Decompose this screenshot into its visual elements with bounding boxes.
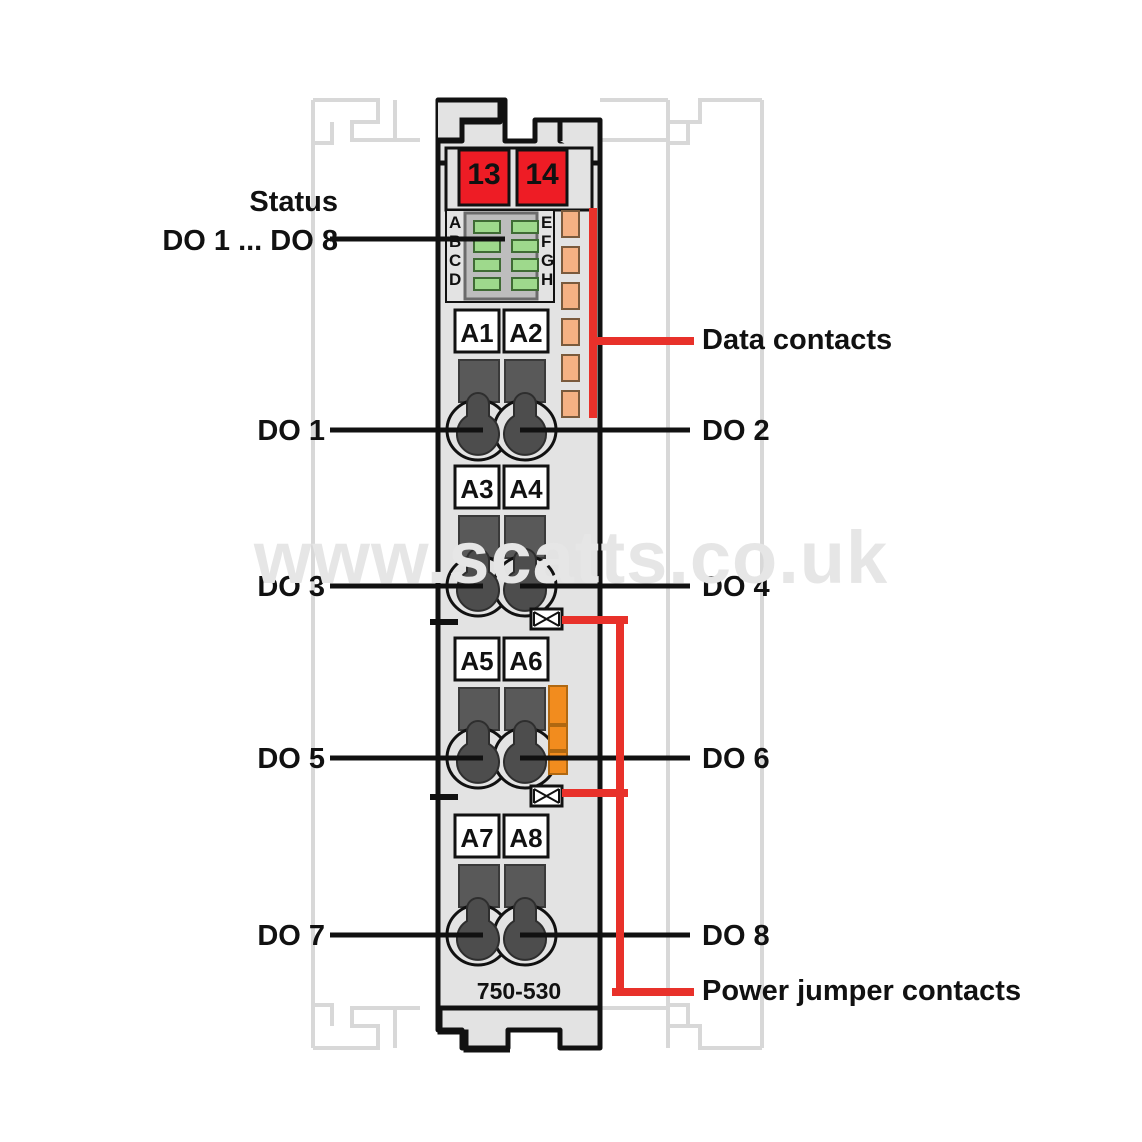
do-2-label: DO 2 (702, 415, 770, 447)
power-jumper-callout (562, 616, 694, 996)
data-contact-5 (561, 354, 580, 382)
do-6-label: DO 6 (702, 743, 770, 775)
terminal-number-13: 13 (467, 158, 501, 191)
power-jumper-strip-1 (548, 685, 568, 725)
status-letter-c: C (449, 251, 462, 270)
status-label: Status (249, 186, 338, 218)
ghost-module-right (600, 98, 764, 1050)
marker-label-a4 (502, 464, 550, 510)
marker-label-a3 (453, 464, 501, 510)
power-jumper-strip-3 (548, 751, 568, 775)
left-edge-ticks (430, 619, 458, 800)
part-number: 750-530 (476, 978, 562, 1004)
led-a (473, 220, 501, 234)
marker-label-a2 (502, 308, 550, 354)
module-bottom-profile (435, 1005, 603, 1053)
status-letter-g: G (541, 251, 555, 270)
clamp-do-6 (503, 720, 547, 784)
clamp-do-4 (503, 548, 547, 612)
power-jumper-contacts-label: Power jumper contacts (702, 975, 1022, 1007)
left-leader-lines (330, 236, 505, 938)
marker-text-a7: A7 (460, 823, 494, 853)
right-leader-lines (520, 427, 690, 938)
data-contacts-label: Data contacts (702, 324, 893, 356)
led-g (511, 258, 539, 272)
data-contact-4 (561, 318, 580, 346)
terminal-group-a7-a8 (445, 813, 558, 967)
clamp-do-7 (456, 897, 500, 961)
bowtie-icon-bottom (533, 788, 560, 804)
data-contact-1 (561, 210, 580, 238)
data-contact-6 (561, 390, 580, 418)
clamp-do-5 (456, 720, 500, 784)
marker-label-a6 (502, 636, 550, 682)
terminal-13 (457, 148, 511, 207)
terminal-number-14: 14 (525, 158, 559, 191)
data-contacts-callout (589, 208, 694, 418)
power-jumper-strip-2 (548, 725, 568, 751)
do-3-label: DO 3 (257, 571, 325, 603)
marker-label-a8 (502, 813, 550, 859)
ghost-module-left (311, 98, 420, 1050)
led-b (473, 239, 501, 253)
status-letter-b: B (449, 232, 462, 251)
led-f (511, 239, 539, 253)
marker-text-a5: A5 (460, 646, 494, 676)
status-letter-d: D (449, 270, 462, 289)
led-c (473, 258, 501, 272)
do-1-label: DO 1 (257, 415, 325, 447)
marker-text-a4: A4 (509, 474, 543, 504)
marker-label-a5 (453, 636, 501, 682)
led-d (473, 277, 501, 291)
do-8-label: DO 8 (702, 920, 770, 952)
led-h (511, 277, 539, 291)
clamp-do-1 (456, 392, 500, 456)
status-led-block (445, 209, 555, 303)
status-letter-e: E (541, 213, 553, 232)
do-7-label: DO 7 (257, 920, 325, 952)
marker-label-a1 (453, 308, 501, 354)
top-terminal-strip (444, 146, 594, 212)
terminal-group-a1-a2 (445, 308, 558, 462)
marker-text-a6: A6 (509, 646, 543, 676)
marker-text-a3: A3 (460, 474, 494, 504)
marker-text-a2: A2 (509, 318, 543, 348)
marker-text-a8: A8 (509, 823, 543, 853)
do-4-label: DO 4 (702, 571, 770, 603)
bowtie-icon-top (533, 611, 560, 627)
status-letter-f: F (541, 232, 552, 251)
do-range-label: DO 1 ... DO 8 (162, 225, 338, 257)
marker-text-a1: A1 (460, 318, 494, 348)
do-5-label: DO 5 (257, 743, 325, 775)
clamp-do-2 (503, 392, 547, 456)
status-letter-a: A (449, 213, 462, 232)
status-letter-h: H (541, 270, 554, 289)
data-contact-2 (561, 246, 580, 274)
led-e (511, 220, 539, 234)
data-contact-3 (561, 282, 580, 310)
marker-label-a7 (453, 813, 501, 859)
clamp-do-3 (456, 548, 500, 612)
clamp-do-8 (503, 897, 547, 961)
data-contact-tabs (561, 210, 580, 418)
terminal-14 (515, 148, 569, 207)
